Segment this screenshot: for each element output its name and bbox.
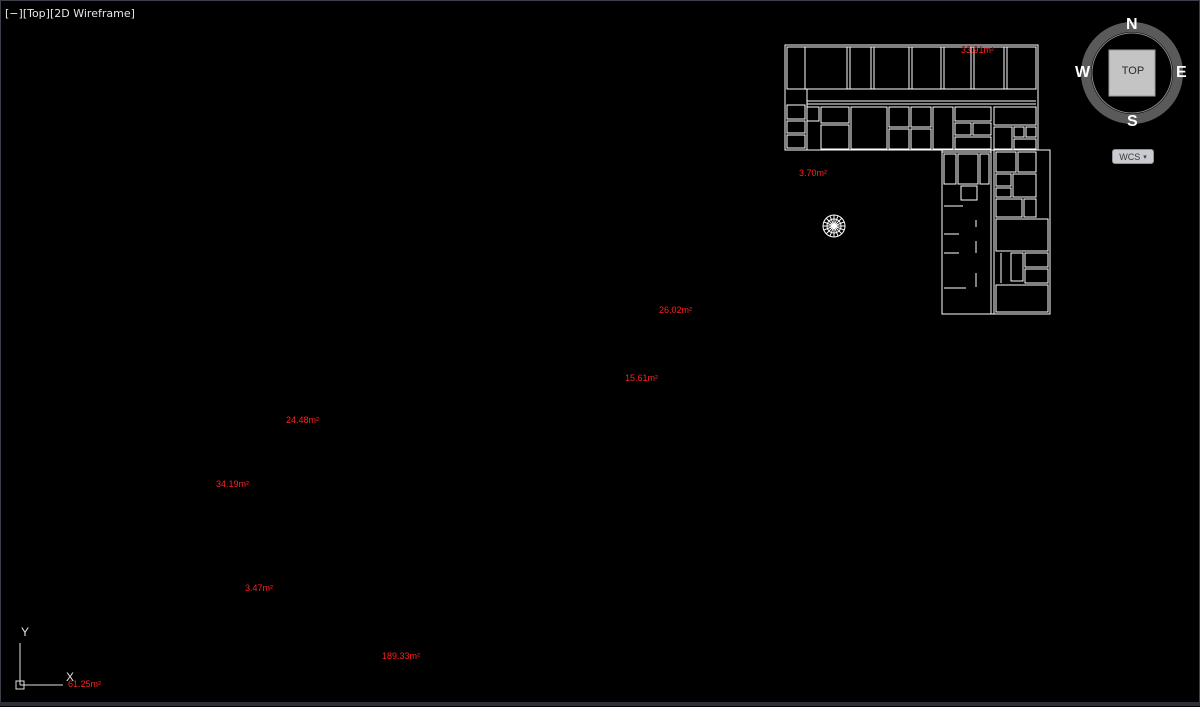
area-label[interactable]: 3.70m² xyxy=(799,168,828,178)
wcs-label: WCS xyxy=(1119,151,1141,162)
compass-west-label[interactable]: W xyxy=(1075,64,1091,81)
area-label[interactable]: 24.48m² xyxy=(286,415,320,425)
viewport-controls: [−][Top][2D Wireframe] xyxy=(5,7,135,20)
ucs-x-label: X xyxy=(66,670,75,684)
viewport-bottom-border xyxy=(0,702,1200,706)
area-label[interactable]: 189.33m² xyxy=(382,651,421,661)
viewcube-compass xyxy=(1081,22,1183,124)
compass-north-label[interactable]: N xyxy=(1126,16,1138,33)
visual-style-control[interactable]: [2D Wireframe] xyxy=(49,7,135,20)
area-label[interactable]: 61.25m² xyxy=(68,679,102,689)
viewcube-top-face[interactable]: TOP xyxy=(1121,65,1145,77)
ucs-y-label: Y xyxy=(21,625,30,639)
area-label[interactable]: 3.47m² xyxy=(245,583,274,593)
area-label[interactable]: 15.61m² xyxy=(625,373,659,383)
view-control[interactable]: [Top] xyxy=(22,7,50,20)
chevron-down-icon: ▾ xyxy=(1143,153,1147,161)
area-label[interactable]: 33.91m² xyxy=(961,45,995,55)
north-arrow-symbol xyxy=(822,214,846,238)
compass-south-label[interactable]: S xyxy=(1127,113,1138,130)
area-label[interactable]: 26.02m² xyxy=(659,305,693,315)
area-label[interactable]: 34.19m² xyxy=(216,479,250,489)
viewport-minimize-control[interactable]: [−] xyxy=(5,7,23,20)
wcs-menu[interactable]: WCS▾ xyxy=(1112,149,1154,164)
compass-east-label[interactable]: E xyxy=(1176,64,1187,81)
ucs-icon xyxy=(15,643,63,690)
